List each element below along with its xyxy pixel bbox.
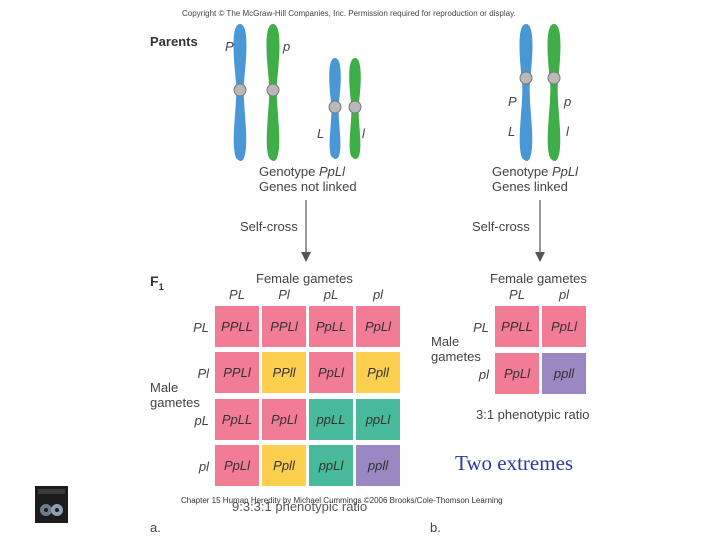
chrom-label-l-left: l	[362, 126, 365, 141]
parents-label: Parents	[150, 34, 198, 49]
row-header-left: pL	[194, 413, 209, 428]
punnett-cell-left: PPll	[261, 351, 307, 394]
row-header-left: pl	[198, 459, 209, 474]
punnett-cell-left: PpLl	[308, 351, 354, 394]
selfcross-right: Self-cross	[472, 219, 530, 234]
punnett-cell-left: PpLL	[308, 305, 354, 348]
linkage-right: Genes linked	[492, 179, 568, 194]
col-header-right: PL	[509, 287, 525, 302]
ratio-right: 3:1 phenotypic ratio	[476, 407, 590, 422]
punnett-cell-left: PpLL	[214, 398, 260, 441]
chrom-label-P-right: P	[508, 94, 517, 109]
punnett-cell-left: Ppll	[355, 351, 401, 394]
punnett-cell-right: PpLl	[494, 352, 540, 395]
col-header-left: pL	[323, 287, 339, 302]
chrom-label-P-left: P	[225, 39, 234, 54]
f1-label: F1	[150, 273, 164, 292]
copyright-notice: Copyright © The McGraw-Hill Companies, I…	[182, 9, 516, 18]
punnett-cell-right: PPLL	[494, 305, 540, 348]
chromosome-blue-P-left	[233, 24, 247, 161]
selfcross-left: Self-cross	[240, 219, 298, 234]
punnett-cell-left: ppLl	[308, 444, 354, 487]
punnett-cell-left: ppLl	[355, 398, 401, 441]
punnett-cell-left: PPLL	[214, 305, 260, 348]
punnett-cell-left: Ppll	[261, 444, 307, 487]
down-arrow-right	[535, 200, 545, 262]
linkage-left: Genes not linked	[259, 179, 357, 194]
punnett-cell-right: ppll	[541, 352, 587, 395]
panel-label-b: b.	[430, 520, 441, 535]
col-header-left: pl	[372, 287, 384, 302]
punnett-cell-right: PpLl	[541, 305, 587, 348]
chrom-label-p-left: p	[283, 39, 291, 54]
genotype-right: Genotype PpLl	[492, 164, 579, 179]
col-header-right: pl	[558, 287, 570, 302]
chrom-label-p-right: p	[564, 94, 572, 109]
female-gametes-right: Female gametes	[490, 271, 587, 286]
punnett-cell-left: PPLl	[214, 351, 260, 394]
genotype-left: Genotype PpLl	[259, 164, 346, 179]
panel-label-a: a.	[150, 520, 161, 535]
down-arrow-left	[301, 200, 311, 262]
chrom-label-l-right: l	[566, 124, 569, 139]
chromosome-green-l-left	[348, 58, 362, 159]
ratio-left: 9:3:3:1 phenotypic ratio	[232, 499, 368, 514]
row-header-right: PL	[473, 320, 489, 335]
chromosome-green-p-left	[266, 24, 280, 161]
chrom-label-L-left: L	[317, 126, 325, 141]
punnett-cell-left: ppll	[355, 444, 401, 487]
female-gametes-left: Female gametes	[256, 271, 353, 286]
col-header-left: Pl	[278, 287, 290, 302]
chromosome-blue-L-left	[328, 58, 342, 159]
punnett-cell-left: PpLl	[214, 444, 260, 487]
row-header-left: PL	[193, 320, 209, 335]
row-header-right: pl	[478, 367, 489, 382]
two-extremes-annotation: Two extremes	[455, 451, 574, 475]
footer-citation: Chapter 15 Human Heredity by Michael Cum…	[181, 496, 503, 505]
row-header-left: Pl	[197, 366, 209, 381]
punnett-cell-left: PpLl	[261, 398, 307, 441]
chrom-label-L-right: L	[508, 124, 516, 139]
punnett-cell-left: PpLl	[355, 305, 401, 348]
col-header-left: PL	[229, 287, 245, 302]
punnett-cell-left: PPLl	[261, 305, 307, 348]
chromosome-blue-PL-right	[519, 24, 533, 161]
book-cover-thumbnail	[35, 486, 68, 523]
chromosome-green-pl-right	[547, 24, 561, 161]
punnett-cell-left: ppLL	[308, 398, 354, 441]
